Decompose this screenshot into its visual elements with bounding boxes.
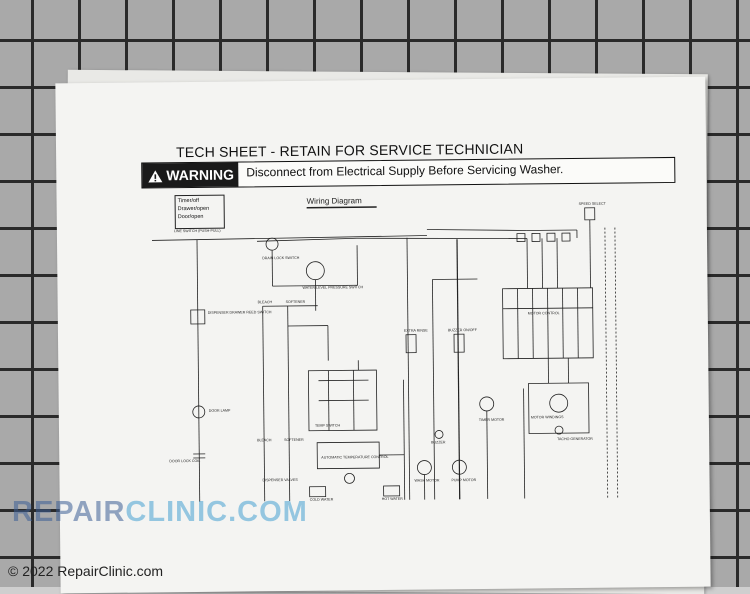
label-cold-water: COLD WATER [310,498,334,502]
label-pump-motor: PUMP MOTOR [452,478,477,482]
watermark-part-clinic: CLINIC.COM [125,496,307,528]
label-tacho-generator: TACHO GENERATOR [557,437,593,441]
label-bleach-bottom: BLEACH [257,438,272,442]
label-softener-bottom: SOFTENER [284,438,304,442]
label-hot-water: HOT WATER [382,497,404,501]
label-motor-windings: MOTOR WINDINGS [531,415,564,419]
label-line-switch: LINE SWITCH (PUSH-PULL) [174,229,221,233]
label-auto-temp: AUTOMATIC TEMPERATURE CONTROL [321,455,388,460]
copyright-text: © 2022 RepairClinic.com [8,563,163,579]
label-buzzer-on-off: BUZZER ON/OFF [448,328,478,332]
label-speed-select: SPEED SELECT [579,202,607,206]
label-dispenser-drawer: DISPENSER DRAWER REED SWITCH [208,310,272,315]
label-bleach: BLEACH [258,300,273,304]
repairclinic-watermark: REPAIRCLINIC.COM [12,496,308,529]
label-buzzer: BUZZER [431,440,446,444]
label-motor-control: MOTOR CONTROL [528,311,560,315]
label-extra-rinse: EXTRA RINSE [404,329,428,333]
label-softener: SOFTENER [286,300,306,304]
label-water-level: WATER LEVEL PRESSURE SWITCH [302,285,363,290]
label-temp-switch: TEMP SWITCH [315,423,341,427]
label-door-lock-coil: DOOR LOCK COIL [169,459,200,463]
label-door-lamp: DOOR LAMP [209,409,231,413]
label-wash-motor: WASH MOTOR [415,478,440,482]
label-drain-lock: DRAIN LOCK SWITCH [262,256,300,260]
watermark-part-repair: REPAIR [12,496,125,528]
label-timer-motor: TIMER MOTOR [479,418,505,422]
label-dispenser-valves: DISPENSER VALVES [262,478,298,482]
